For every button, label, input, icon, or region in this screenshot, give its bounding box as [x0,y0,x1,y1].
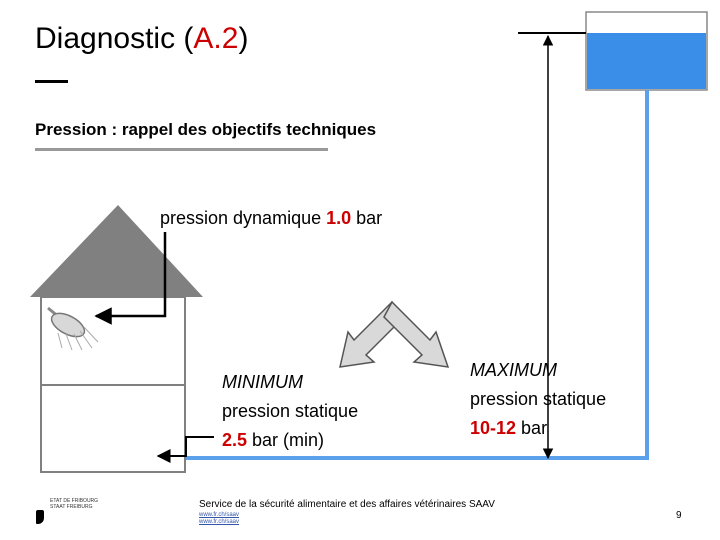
dynamic-pressure-connector [94,232,167,325]
subtitle: Pression : rappel des objectifs techniqu… [35,120,377,139]
logo-line-1: ETAT DE FRIBOURG [50,498,99,504]
dynamic-pressure-label: pression dynamique 1.0 bar [160,208,382,229]
maximum-value: 10-12 [470,418,517,438]
dynamic-value: 1.0 [326,208,352,228]
dynamic-unit: bar [351,208,383,228]
shower-head-icon [47,306,99,351]
minimum-unit: bar (min) [247,430,325,450]
subtitle-underline [35,148,328,151]
maximum-unit: bar [516,418,548,438]
footer-link-1[interactable]: www.fr.ch/saav [199,512,240,518]
water-level [587,33,706,89]
minimum-block: MINIMUM pression statique 2.5 bar (min) [222,368,358,455]
logo-text: ETAT DE FRIBOURG STAAT FREIBURG [50,498,120,510]
water-pipe [43,90,649,460]
footer-link-2[interactable]: www.fr.ch/saav [199,519,240,525]
dynamic-prefix: pression dynamique [160,208,327,228]
footer-links: www.fr.ch/saav www.fr.ch/saav [199,512,239,526]
maximum-block: MAXIMUM pression statique 10-12 bar [470,356,606,443]
minimum-value-line: 2.5 bar (min) [222,426,358,455]
page-title: Diagnostic (A.2) [35,22,248,56]
title-suffix: ) [238,22,249,55]
logo-line-2: STAAT FREIBURG [50,504,93,510]
title-code: A.2 [193,22,239,55]
maximum-line: pression statique [470,389,607,409]
house-roof [30,205,203,297]
maximum-value-line: 10-12 bar [470,414,606,443]
title-prefix: Diagnostic ( [35,22,194,55]
footer-service: Service de la sécurité alimentaire et de… [199,499,495,510]
maximum-title: MAXIMUM [470,360,557,380]
minimum-title: MINIMUM [222,372,303,392]
title-underline [35,80,68,83]
minimum-connector [156,436,214,463]
minimum-value: 2.5 [222,430,248,450]
logo-mark-icon [36,510,44,524]
minimum-line: pression statique [222,401,359,421]
range-arrows-icon [339,300,450,368]
page-number: 9 [676,510,682,521]
